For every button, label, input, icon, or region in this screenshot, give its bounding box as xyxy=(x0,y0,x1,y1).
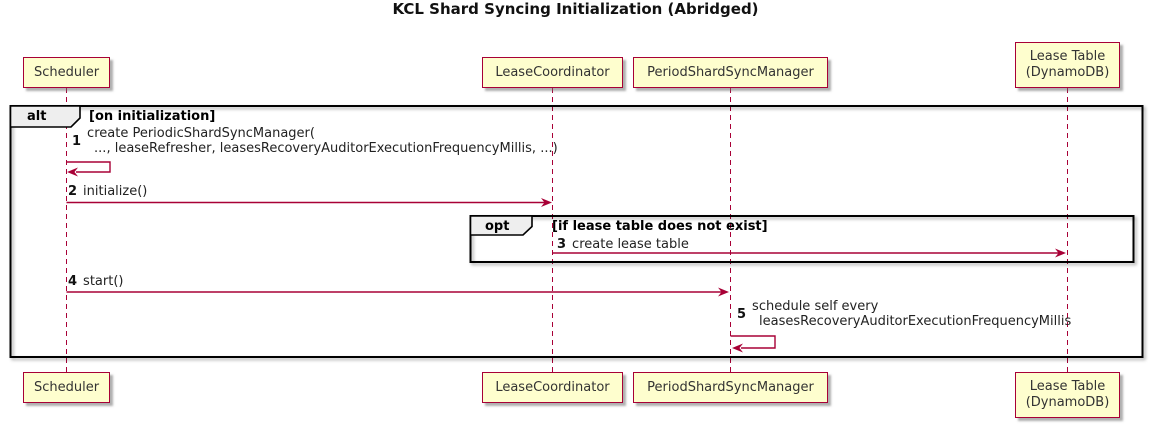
message-5-text-line2: leasesRecoveryAuditorExecutionFrequencyM… xyxy=(759,314,1072,329)
participant-label: LeaseCoordinator xyxy=(495,64,610,80)
participant-label: LeaseCoordinator xyxy=(495,379,610,395)
message-1-text-line2: ..., leaseRefresher, leasesRecoveryAudit… xyxy=(94,141,558,156)
message-4-label: 4 start() xyxy=(68,274,123,289)
message-4-text: start() xyxy=(83,274,124,289)
message-2-arrowhead xyxy=(541,198,552,207)
opt-frame-label-pentagon xyxy=(469,215,533,236)
message-2-text: initialize() xyxy=(83,184,148,199)
message-2-label: 2 initialize() xyxy=(68,184,147,199)
message-4-number: 4 xyxy=(68,274,78,289)
message-5-label: 5 schedule self every leasesRecoveryAudi… xyxy=(737,299,1071,329)
message-1-self-arrow xyxy=(66,161,111,173)
diagram-title: KCL Shard Syncing Initialization (Abridg… xyxy=(392,0,759,18)
opt-keyword-label: opt xyxy=(485,219,510,234)
message-5-self-arrow xyxy=(730,335,776,349)
message-5-number: 5 xyxy=(737,306,747,322)
message-3-label: 3 create lease table xyxy=(557,237,689,252)
message-2-number: 2 xyxy=(68,184,78,199)
participant-top-scheduler: Scheduler xyxy=(23,57,110,88)
message-1-text: create PeriodicShardSyncManager( ..., le… xyxy=(87,126,558,156)
participant-top-lease-table: Lease Table (DynamoDB) xyxy=(1015,42,1120,88)
alt-frame-label-pentagon xyxy=(9,105,81,128)
participant-label-line2: (DynamoDB) xyxy=(1025,395,1110,410)
alt-frame xyxy=(9,105,1144,358)
participant-bottom-scheduler: Scheduler xyxy=(23,372,110,403)
participant-top-lease-coordinator: LeaseCoordinator xyxy=(482,57,623,88)
participant-label-line1: Lease Table xyxy=(1029,49,1106,64)
message-3-text: create lease table xyxy=(572,237,689,252)
message-3-arrowhead xyxy=(1055,248,1066,258)
participant-label: Scheduler xyxy=(33,64,100,80)
message-5-arrowhead xyxy=(732,343,743,353)
message-1-label: 1 create PeriodicShardSyncManager( ..., … xyxy=(72,126,558,156)
participant-label: PeriodShardSyncManager xyxy=(647,64,814,80)
message-4-arrowhead xyxy=(718,287,729,297)
message-5-text-line1: schedule self every xyxy=(752,299,879,314)
opt-condition-label: [if lease table does not exist] xyxy=(552,219,768,234)
participant-label-line1: Lease Table xyxy=(1029,379,1106,394)
alt-condition-label: [on initialization] xyxy=(89,109,216,124)
alt-keyword-label: alt xyxy=(27,109,47,124)
message-1-arrowhead xyxy=(67,167,78,177)
participant-bottom-lease-coordinator: LeaseCoordinator xyxy=(482,372,623,403)
participant-label: Scheduler xyxy=(33,379,100,395)
message-1-number: 1 xyxy=(72,133,82,149)
opt-frame xyxy=(469,215,1135,263)
message-1-text-line1: create PeriodicShardSyncManager( xyxy=(87,126,315,141)
message-3-number: 3 xyxy=(557,237,567,252)
participant-label: PeriodShardSyncManager xyxy=(647,379,814,395)
message-5-text: schedule self every leasesRecoveryAudito… xyxy=(752,299,1071,329)
participant-label-line2: (DynamoDB) xyxy=(1025,65,1110,80)
participant-bottom-period-shard-sync-manager: PeriodShardSyncManager xyxy=(633,372,828,403)
participant-top-period-shard-sync-manager: PeriodShardSyncManager xyxy=(633,57,828,88)
participant-bottom-lease-table: Lease Table (DynamoDB) xyxy=(1015,372,1120,418)
